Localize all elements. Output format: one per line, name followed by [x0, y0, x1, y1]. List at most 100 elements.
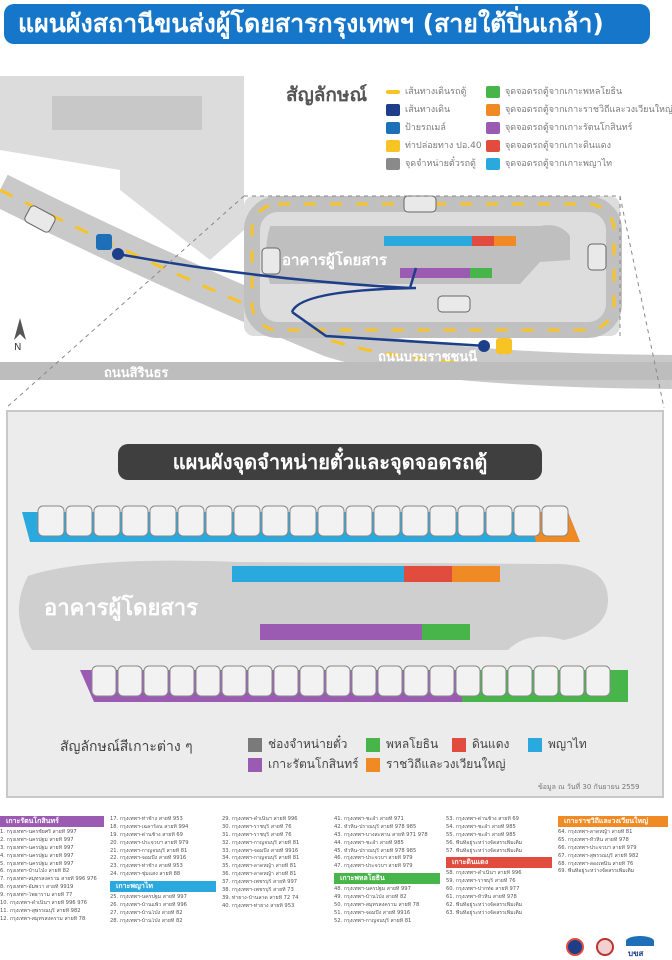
zoom-frame	[5, 195, 665, 408]
bus-yellow-icon	[386, 139, 400, 152]
bus-stop-icon	[386, 121, 400, 134]
route-row: 34. กรุงเทพฯ-กาญจนบุรี สายที่ 81	[222, 855, 300, 862]
legend-item: ช่องจำหน่ายตั๋ว	[248, 736, 347, 752]
route-row: 39. ท่ายาง-บ้านลาด สายที่ 72 74	[222, 894, 299, 901]
route-column-rattanakosin: เกาะรัตนโกสินทร์ 1. กรุงเทพฯ-นครชัยศรี ส…	[0, 816, 104, 924]
route-row: 31. กรุงเทพฯ-ราชบุรี สายที่ 76	[222, 831, 292, 838]
route-row: 50. กรุงเทพฯ-สมุทรสงคราม สายที่ 78	[334, 902, 420, 909]
route-row: 51. กรุงเทพฯ-จอมบึง สายที่ 9916	[334, 909, 411, 916]
island-legend-title: สัญลักษณ์สีเกาะต่าง ๆ	[60, 739, 193, 755]
bay-orange	[494, 236, 516, 246]
legend-item: เกาะรัตนโกสินทร์	[248, 756, 359, 772]
route-column-phahon: 41. กรุงเทพฯ-ชะอำ สายที่ 971 42. หัวหิน-…	[334, 816, 440, 926]
route-row: 7. กรุงเทพฯ-สมุทรสงคราม สายที่ 996 976	[0, 876, 97, 883]
route-row: 30. กรุงเทพฯ-ราชบุรี สายที่ 76	[222, 823, 292, 830]
route-row: 27. กรุงเทพฯ-บ้านโป่ง สายที่ 82	[110, 909, 183, 916]
north-label: N	[14, 342, 22, 353]
bay-purple	[400, 268, 470, 278]
route-row: 9. กรุงเทพฯ-โพธาราม สายที่ 77	[0, 892, 73, 899]
legend-item: จุดจอดรถตู้จากเกาะพหลโยธิน	[486, 84, 622, 100]
route-row: 63. พื้นที่อยู่ระหว่างจัดสรรเพิ่มเติม	[446, 909, 523, 916]
route-row: 28. กรุงเทพฯ-บ้านโป่ง สายที่ 82	[110, 917, 183, 924]
route-row: 25. กรุงเทพฯ-นครปฐม สายที่ 997	[110, 894, 187, 901]
map-building-label: อาคารผู้โดยสาร	[282, 251, 387, 269]
legend-item: พหลโยธิน	[366, 736, 438, 752]
route-row: 66. กรุงเทพฯ-ประจวบฯ สายที่ 979	[558, 844, 637, 851]
route-row: 65. กรุงเทพฯ-หัวหิน สายที่ 978	[558, 836, 629, 843]
data-date-note: ข้อมูล ณ วันที่ 30 กันยายน 2559	[538, 783, 640, 791]
route-row: 60. กรุงเทพฯ-ปากท่อ สายที่ 977	[446, 886, 520, 893]
legend-item: จุดจอดรถตู้จากเกาะรัตนโกสินทร์	[486, 120, 633, 136]
detail-building-label: อาคารผู้โดยสาร	[44, 596, 198, 621]
route-row: 58. กรุงเทพฯ-ดำเนินฯ สายที่ 996	[446, 870, 522, 877]
route-row: 17. กรุงเทพฯ-ท่าช้าง สายที่ 953	[110, 816, 183, 822]
column-header: เกาะรัตนโกสินทร์	[0, 816, 104, 827]
route-row: 5. กรุงเทพฯ-นครปฐม สายที่ 997	[0, 860, 74, 867]
route-row: 53. กรุงเทพฯ-ด่านช้าง สายที่ 69	[446, 816, 519, 822]
walking-path	[117, 252, 487, 348]
legend-title: สัญลักษณ์	[286, 84, 368, 106]
bay-green	[422, 624, 470, 640]
road-label-right: ถนนบรมราชชนนี	[378, 350, 478, 365]
route-row: 68. กรุงเทพฯ-ลองเพนิน สายที่ 76	[558, 860, 634, 867]
route-row: 49. กรุงเทพฯ-บ้านโป่ง สายที่ 82	[334, 894, 407, 901]
route-row: 69. พื้นที่อยู่ระหว่างจัดสรรเพิ่มเติม	[558, 868, 635, 875]
column-header: เกาะพหลโยธิน	[334, 873, 440, 885]
legend-item: เส้นทางเดินรถตู้	[386, 84, 466, 100]
route-row: 20. กรุงเทพฯ-ประจวบฯ สายที่ 979	[110, 839, 189, 846]
legend-item: ป้ายรถเมล์	[386, 120, 446, 136]
route-row: 41. กรุงเทพฯ-ชะอำ สายที่ 971	[334, 816, 404, 822]
bay-blue	[232, 566, 404, 582]
route-row: 54. กรุงเทพฯ-ชะอำ สายที่ 985	[446, 823, 516, 830]
ticket-icon	[248, 737, 262, 752]
route-row: 46. กรุงเทพฯ-ประจวบฯ สายที่ 979	[334, 855, 413, 862]
legend-item: จุดจอดรถตู้จากเกาะดินแดง	[486, 138, 611, 154]
route-row: 21. กรุงเทพฯ-กาญจนบุรี สายที่ 81	[110, 847, 188, 854]
route-row: 10. กรุงเทพฯ-ดำเนินฯ สายที่ 996 976	[0, 900, 88, 907]
bay-orange	[452, 566, 500, 582]
route-row: 62. พื้นที่อยู่ระหว่างจัดสรรเพิ่มเติม	[446, 902, 523, 909]
seal-logo-icon	[566, 938, 584, 956]
route-row: 40. กรุงเทพฯ-ท่ายาง สายที่ 953	[222, 902, 295, 909]
bks-logo: บขส	[626, 936, 654, 958]
route-column-3: 29. กรุงเทพฯ-ดำเนินฯ สายที่ 996 30. กรุง…	[222, 816, 328, 911]
bus-yellow-icon	[496, 338, 512, 354]
map-block	[52, 96, 202, 130]
route-row: 56. พื้นที่อยู่ระหว่างจัดสรรเพิ่มเติม	[446, 839, 523, 846]
walking-person-icon-2	[112, 248, 124, 260]
walking-person-icon	[386, 103, 400, 116]
station-map	[0, 76, 672, 408]
legend-item: พญาไท	[528, 736, 587, 752]
route-row: 8. กรุงเทพฯ-อัมพวา สายที่ 9919	[0, 884, 74, 891]
route-row: 22. กรุงเทพฯ-จอมบึง สายที่ 9916	[110, 855, 187, 862]
route-row: 24. กรุงเทพฯ-ชุ่มแสง สายที่ 88	[110, 871, 181, 878]
route-row: 26. กรุงเทพฯ-บ้านแพ้ว สายที่ 996	[110, 902, 187, 909]
route-row: 67. กรุงเทพฯ-สุพรรณบุรี สายที่ 982	[558, 852, 639, 859]
route-row: 61. กรุงเทพฯ-หัวหิน สายที่ 978	[446, 894, 517, 901]
yellow-dash-icon	[386, 89, 400, 94]
route-row: 6. กรุงเทพฯ-บ้านโป่ง สายที่ 82	[0, 868, 70, 875]
route-row: 23. กรุงเทพฯ-ท่าช้าง สายที่ 953	[110, 863, 183, 870]
route-row: 32. กรุงเทพฯ-กาญจนบุรี สายที่ 81	[222, 839, 300, 846]
road-label-left: ถนนสิรินธร	[104, 366, 169, 381]
route-row: 33. กรุงเทพฯ-จอมบึง สายที่ 9916	[222, 847, 299, 854]
route-lists: เกาะรัตนโกสินทร์ 1. กรุงเทพฯ-นครชัยศรี ส…	[0, 816, 672, 936]
route-row: 2. กรุงเทพฯ-นครปฐม สายที่ 997	[0, 836, 74, 843]
route-row: 44. กรุงเทพฯ-ชะอำ สายที่ 985	[334, 839, 404, 846]
route-row: 45. หัวหิน-ปราณบุรี สายที่ 978 985	[334, 847, 417, 854]
column-header: เกาะราชวิถีและวงเวียนใหญ่	[558, 816, 668, 827]
column-header: เกาะดินแดง	[446, 857, 552, 869]
route-row: 59. กรุงเทพฯ-ราชบุรี สายที่ 76	[446, 878, 516, 885]
logo-row: บขส	[556, 936, 666, 958]
walking-person-icon	[478, 340, 490, 352]
legend-item: จุดจอดรถตู้จากเกาะพญาไท	[486, 156, 612, 172]
emblem-logo-icon	[596, 938, 614, 956]
legend-item: ท่าปล่อยทาง ปอ.40	[386, 138, 482, 154]
map-legend: สัญลักษณ์ เส้นทางเดินรถตู้ เส้นทางเดิน ป…	[286, 80, 672, 180]
top-vans	[37, 505, 569, 537]
van-icon	[24, 195, 607, 313]
ticket-icon	[386, 157, 400, 170]
legend-item: เส้นทางเดิน	[386, 102, 450, 118]
route-row: 11. กรุงเทพฯ-สุพรรณบุรี สายที่ 982	[0, 907, 81, 914]
route-row: 36. กรุงเทพฯ-ลาดหญ้า สายที่ 81	[222, 871, 297, 878]
